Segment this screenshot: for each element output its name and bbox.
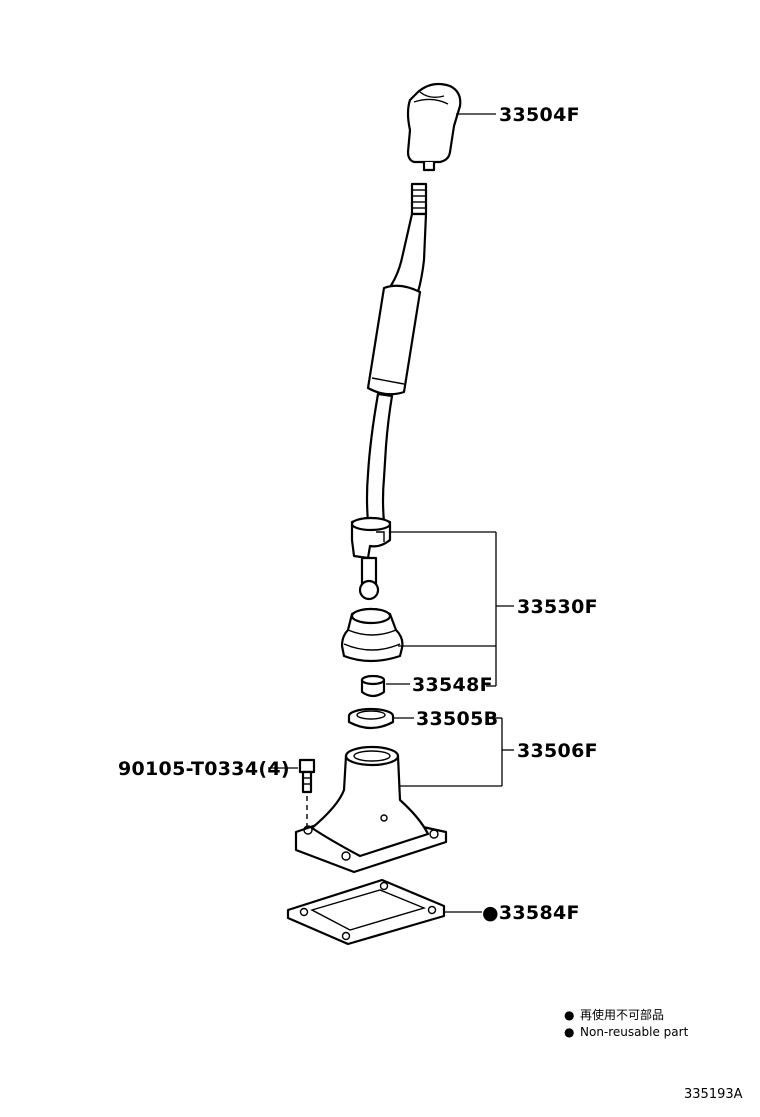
legend-japanese: 再使用不可部品 (580, 1007, 664, 1022)
leader-lines (268, 113, 514, 913)
legend-bullet-icon: ● (564, 1008, 574, 1022)
label-90105-T0334: 90105-T0334(4) (118, 758, 290, 780)
figure-number: 335193A (684, 1087, 743, 1102)
bushing (360, 674, 386, 698)
label-33504F: 33504F (499, 104, 580, 126)
label-33584F: ●33584F (482, 902, 580, 924)
label-33530F: 33530F (517, 596, 598, 618)
gasket (286, 878, 446, 946)
legend-english: Non-reusable part (580, 1025, 689, 1039)
retainer-housing (294, 745, 448, 874)
oil-seal (347, 707, 395, 730)
shift-knob (406, 82, 462, 172)
shift-lever (350, 182, 428, 601)
legend-bullet-icon: ● (564, 1025, 574, 1039)
lever-boot (340, 607, 404, 663)
label-33506F: 33506F (517, 740, 598, 762)
legend: ● 再使用不可部品 ● Non-reusable part (564, 1007, 689, 1039)
label-33505B: 33505B (416, 708, 498, 730)
bolt (298, 758, 316, 826)
label-33548F: 33548F (412, 674, 493, 696)
